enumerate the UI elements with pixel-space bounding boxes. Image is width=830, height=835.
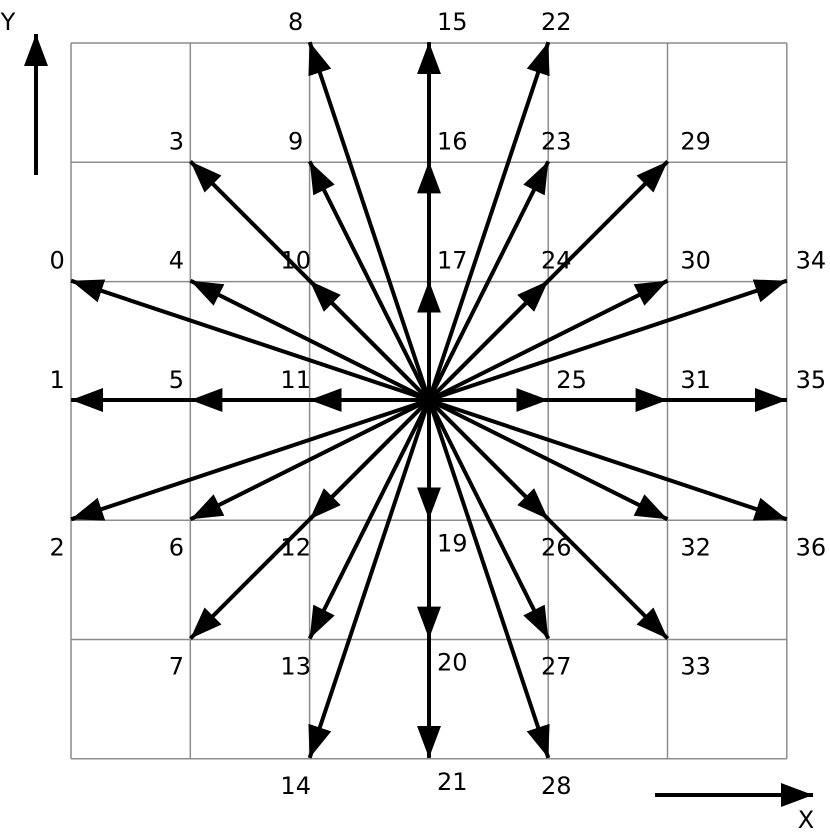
direction-label-25: 25: [556, 366, 587, 394]
direction-arrow-22: [427, 41, 551, 401]
direction-label-14: 14: [280, 772, 311, 800]
direction-label-15: 15: [437, 8, 468, 36]
direction-arrow-13: [307, 399, 431, 640]
direction-arrow-32: [428, 398, 669, 522]
direction-arrow-6: [189, 398, 430, 522]
direction-label-20: 20: [437, 649, 468, 677]
direction-label-12: 12: [280, 533, 311, 561]
direction-arrow-2: [70, 398, 430, 522]
direction-label-8: 8: [288, 8, 303, 36]
direction-arrow-9: [307, 160, 431, 401]
direction-label-28: 28: [541, 772, 572, 800]
direction-arrow-23: [427, 160, 551, 401]
direction-arrow-14: [307, 399, 431, 759]
direction-label-3: 3: [169, 127, 184, 155]
direction-label-17: 17: [437, 247, 468, 275]
direction-label-1: 1: [49, 366, 64, 394]
direction-label-6: 6: [169, 533, 184, 561]
direction-label-7: 7: [169, 653, 184, 681]
direction-label-24: 24: [541, 247, 572, 275]
direction-label-16: 16: [437, 127, 468, 155]
direction-arrow-24: [427, 279, 550, 402]
direction-arrow-36: [428, 398, 788, 522]
direction-arrow-30: [428, 278, 669, 402]
direction-arrow-26: [427, 398, 550, 521]
direction-label-11: 11: [280, 366, 311, 394]
direction-label-32: 32: [680, 533, 711, 561]
direction-label-5: 5: [169, 366, 184, 394]
direction-label-13: 13: [280, 653, 311, 681]
direction-label-0: 0: [49, 247, 64, 275]
direction-arrow-27: [427, 399, 551, 640]
direction-label-31: 31: [680, 366, 711, 394]
direction-arrow-4: [189, 278, 430, 402]
direction-label-21: 21: [437, 768, 468, 796]
direction-arrow-8: [307, 41, 431, 401]
direction-label-2: 2: [49, 533, 64, 561]
direction-arrows: [70, 41, 788, 759]
direction-label-36: 36: [796, 533, 827, 561]
direction-label-23: 23: [541, 127, 572, 155]
direction-label-35: 35: [796, 366, 827, 394]
direction-label-27: 27: [541, 653, 572, 681]
direction-label-22: 22: [541, 8, 572, 36]
direction-arrow-34: [428, 278, 788, 402]
direction-arrow-12: [308, 398, 431, 521]
direction-label-9: 9: [288, 127, 303, 155]
direction-labels: 0123456789101112131415161719202122232425…: [49, 8, 826, 800]
direction-arrow-28: [427, 399, 551, 759]
direction-label-34: 34: [796, 247, 827, 275]
direction-label-10: 10: [280, 247, 311, 275]
direction-label-4: 4: [169, 247, 184, 275]
direction-label-26: 26: [541, 533, 572, 561]
direction-arrow-0: [70, 278, 430, 402]
direction-label-19: 19: [437, 529, 468, 557]
direction-arrow-10: [308, 279, 431, 402]
direction-label-30: 30: [680, 247, 711, 275]
direction-label-29: 29: [680, 127, 711, 155]
y-axis-label: Y: [0, 8, 16, 36]
direction-label-33: 33: [680, 653, 711, 681]
x-axis-label: X: [798, 806, 814, 830]
